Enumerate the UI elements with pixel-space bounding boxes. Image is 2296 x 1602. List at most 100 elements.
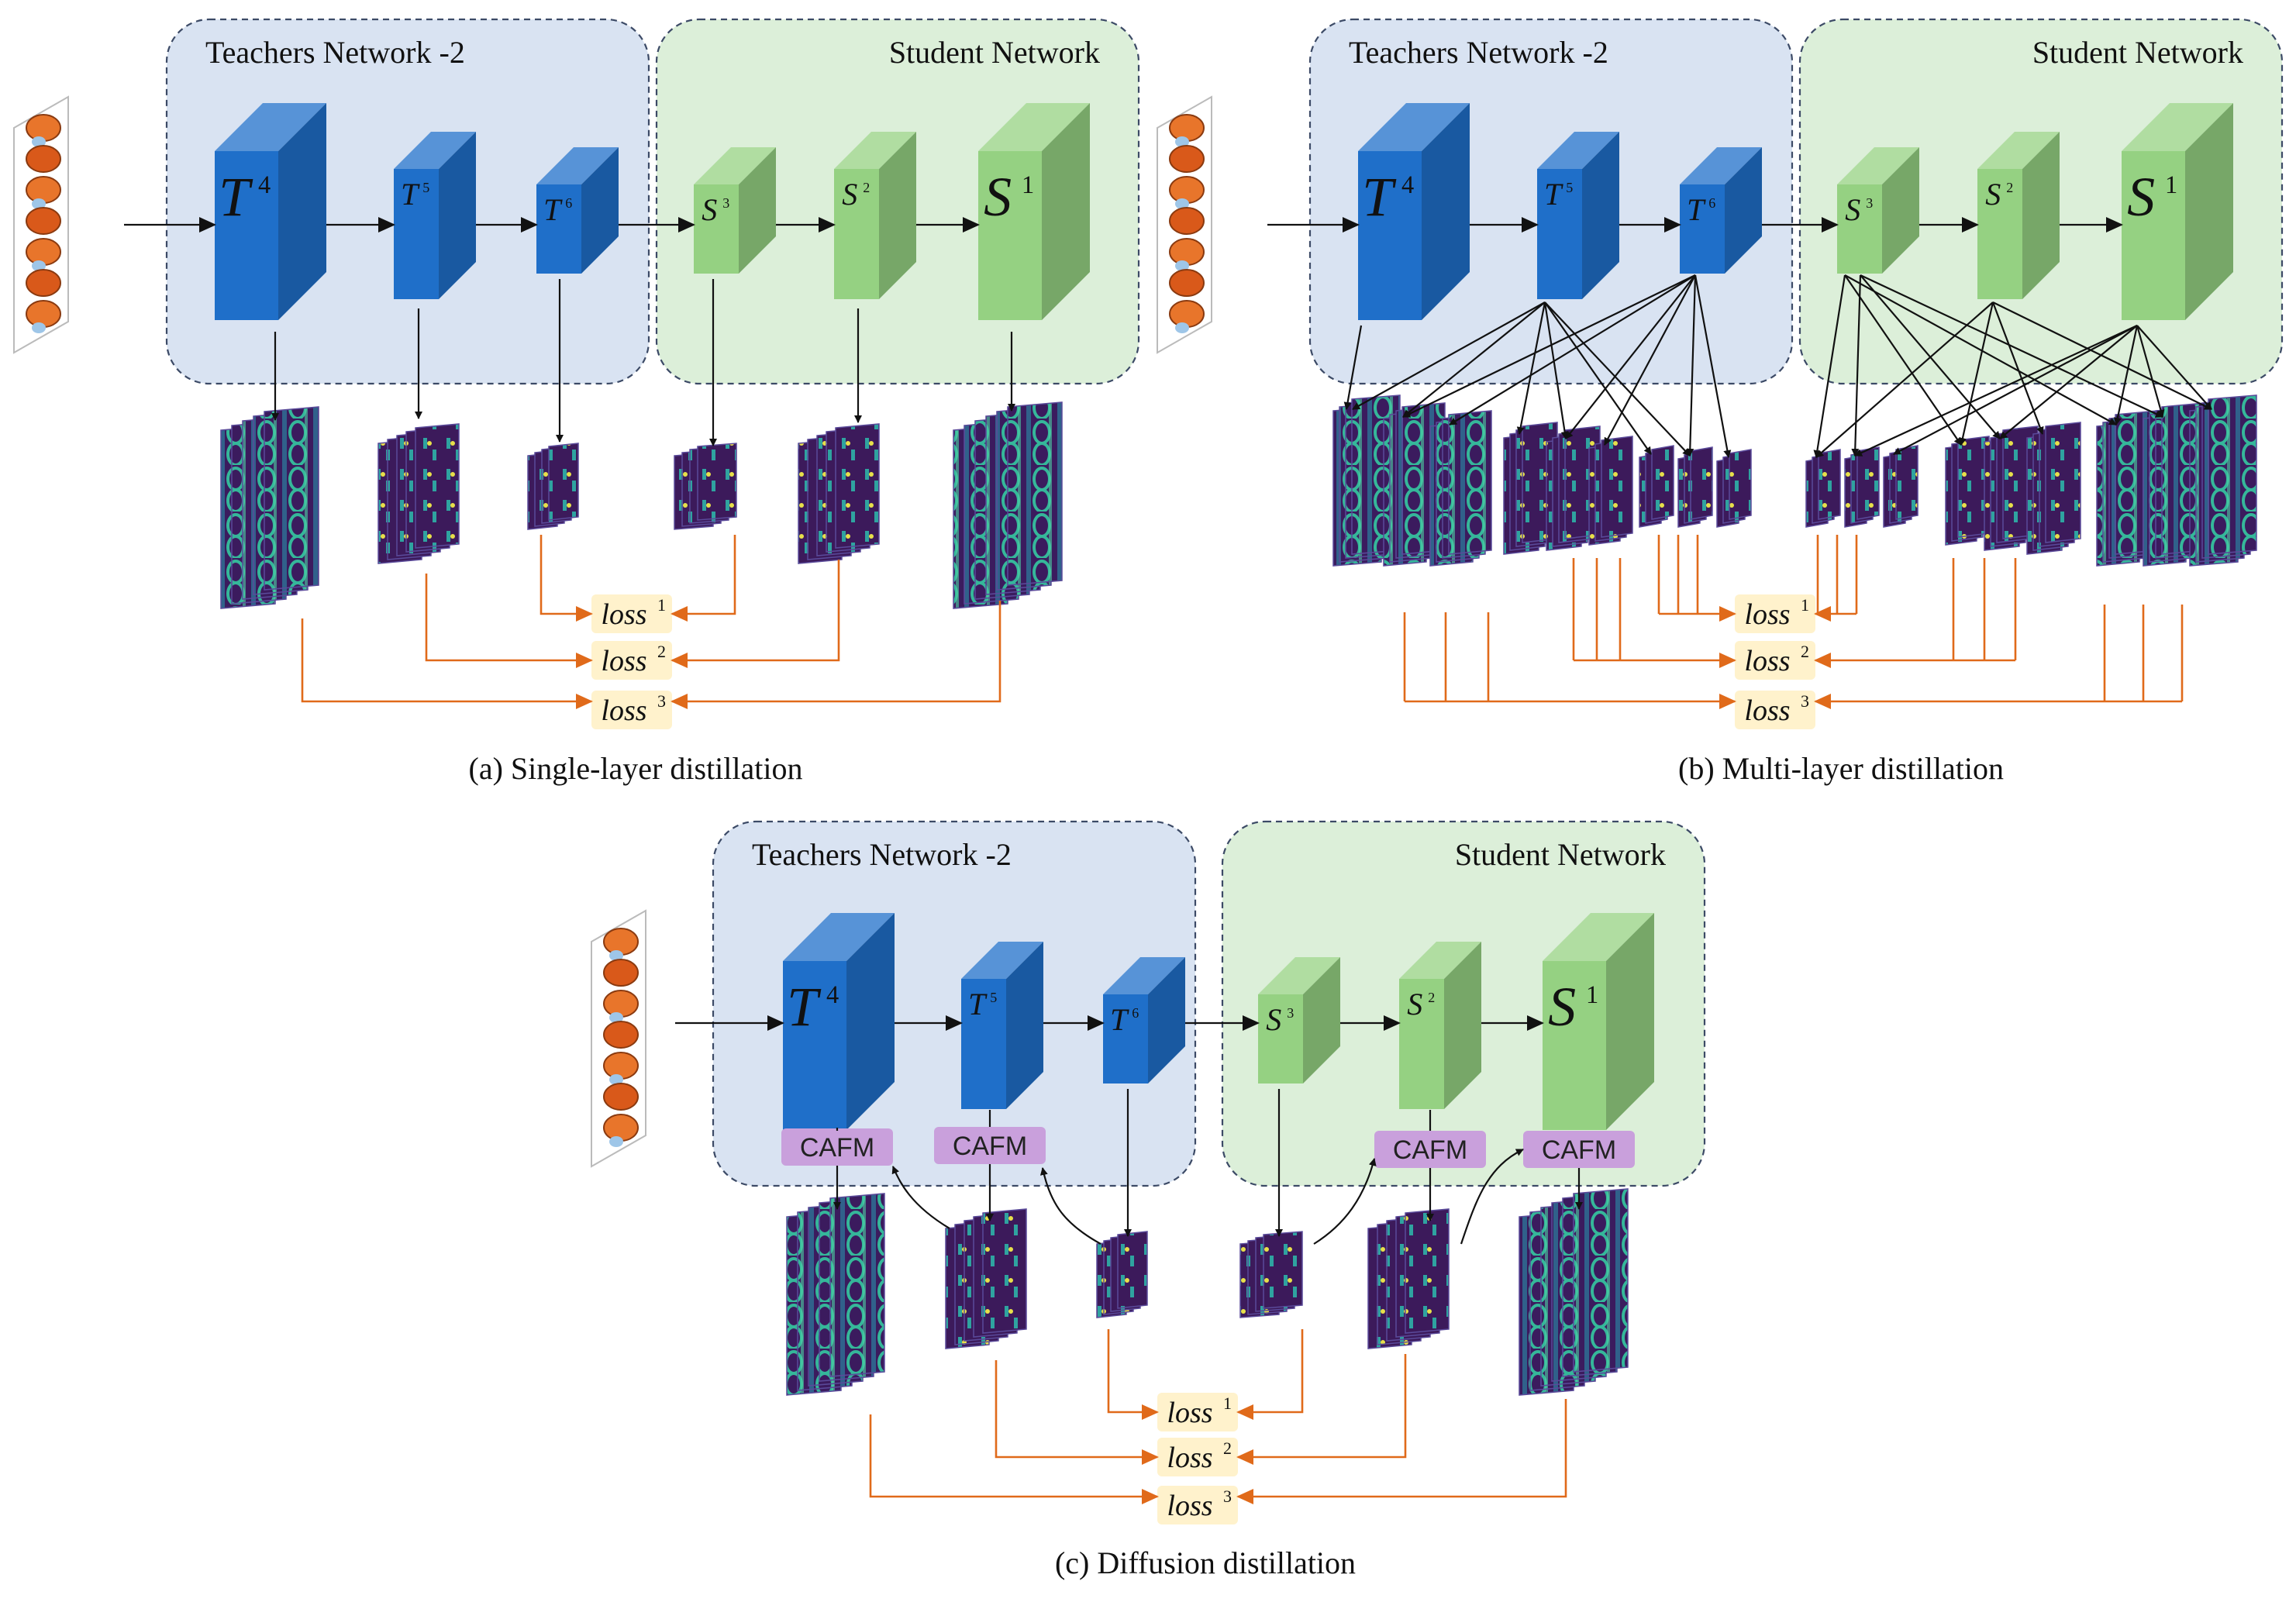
featuremaps-student-b-0: [1805, 449, 1841, 528]
arrow-S1-fm-b: [2136, 325, 2165, 418]
layer-label-S1: S: [984, 166, 1012, 228]
input-helix-segment: [1169, 145, 1205, 173]
arrow-T5-fm-b: [1352, 301, 1546, 410]
input-helix-segment: [603, 1114, 639, 1142]
input-helix-highlight: [1175, 198, 1189, 209]
input-helix-segment: [1169, 300, 1205, 328]
block-front-face: [978, 151, 1042, 320]
block-top-face: [1399, 942, 1481, 979]
input-helix-segment: [26, 145, 61, 173]
layer-label-T5: T: [968, 987, 988, 1021]
input-helix-highlight: [32, 136, 46, 147]
featuremaps-student-b-1: [1844, 446, 1880, 528]
loss-box-bg: [1735, 641, 1815, 680]
loss-box-bg: [1157, 1393, 1238, 1431]
input-helix-highlight: [32, 260, 46, 271]
arrow-T6-fm-b: [1604, 274, 1696, 446]
input-helix-segment: [603, 990, 639, 1018]
block-side-face: [1042, 103, 1090, 320]
caption-a: (a) Single-layer distillation: [469, 751, 803, 786]
input-helix-segment: [603, 928, 639, 956]
diffusion-arrow-T6-T5-c: [1039, 1167, 1101, 1245]
block-front-face: [1258, 994, 1303, 1084]
arrow-T5-fm-b: [1543, 301, 1569, 439]
teacher-network-title: Teachers Network -2: [752, 837, 1012, 872]
loss-box-bg: [1157, 1486, 1238, 1524]
arrow-T5-fm-b: [1402, 301, 1546, 418]
input-helix-segment: [603, 1083, 639, 1111]
caption-b: (b) Multi-layer distillation: [1678, 751, 2004, 786]
block-top-face: [1537, 132, 1619, 169]
layer-sup-T4: 4: [826, 981, 839, 1009]
layer-sup-S2: 2: [1428, 990, 1435, 1005]
layer-label-S2: S: [1407, 987, 1422, 1021]
layer-sup-S3: 3: [1287, 1005, 1294, 1021]
cafm-box-bg: [934, 1127, 1046, 1164]
layer-label-S3: S: [1845, 192, 1860, 227]
input-helix-highlight: [1175, 322, 1189, 333]
loss-label: loss: [1167, 1490, 1212, 1522]
layer-label-T6: T: [1687, 192, 1706, 227]
feature-map-sheet: [829, 1193, 885, 1377]
block-top-face: [1680, 147, 1762, 184]
layer-label-T4: T: [787, 976, 822, 1038]
layer-sup-T5: 5: [1566, 180, 1573, 195]
block-front-face: [694, 184, 739, 274]
block-top-face: [1358, 103, 1470, 151]
input-helix-segment: [1169, 176, 1205, 204]
loss2-student-link-a: [671, 560, 840, 668]
layer-label-S3: S: [702, 192, 717, 227]
arrow-S3-fm-b: [1813, 274, 1846, 458]
input-helix-highlight: [1175, 136, 1189, 147]
block-top-face: [783, 913, 895, 961]
loss-label: loss: [1167, 1397, 1212, 1429]
block-side-face: [278, 103, 326, 320]
block-front-face: [783, 961, 846, 1130]
arrow-T6-fm-b: [1402, 274, 1696, 418]
cafm-label: CAFM: [1542, 1135, 1616, 1165]
block-top-face: [978, 103, 1090, 151]
block-side-face: [1303, 957, 1340, 1084]
featuremaps-student-b-2: [1883, 445, 1919, 528]
layer-sup-S2: 2: [863, 180, 870, 195]
featuremaps-teacher-b-8: [1716, 449, 1752, 528]
diffusion-arrow-S2-S1-c: [1460, 1149, 1524, 1245]
arrow-T6-fm-b: [1694, 274, 1732, 458]
feature-map-sheet: [1601, 436, 1633, 538]
input-helix-highlight: [609, 1136, 623, 1147]
diffusion-arrow-T5-T4-c: [891, 1166, 950, 1229]
feature-map-sheet: [1007, 401, 1063, 586]
layer-sup-S1: 1: [1586, 981, 1598, 1009]
cafm-box-bg: [1523, 1131, 1635, 1168]
layer-label-T6: T: [1110, 1002, 1129, 1037]
arrow-S1-fm-b: [2113, 325, 2139, 425]
loss-label: loss: [601, 645, 646, 677]
input-helix-segment: [1169, 269, 1205, 297]
input-helix-highlight: [609, 950, 623, 961]
block-side-face: [1444, 942, 1481, 1109]
feature-map-sheet: [415, 423, 460, 549]
block-front-face: [1680, 184, 1725, 274]
block-front-face: [1543, 961, 1606, 1130]
block-top-face: [961, 942, 1043, 979]
loss-box-bg: [591, 594, 672, 633]
loss-box-bg: [1157, 1438, 1238, 1476]
featuremaps-T5-a: [377, 423, 460, 564]
featuremaps-S2-c: [1367, 1208, 1450, 1349]
block-top-face: [536, 147, 619, 184]
input-helix-highlight: [609, 1074, 623, 1085]
featuremaps-S2-a: [798, 423, 880, 564]
block-top-face: [2122, 103, 2233, 151]
featuremaps-teacher-b-4: [1546, 425, 1601, 551]
block-front-face: [1537, 169, 1582, 299]
